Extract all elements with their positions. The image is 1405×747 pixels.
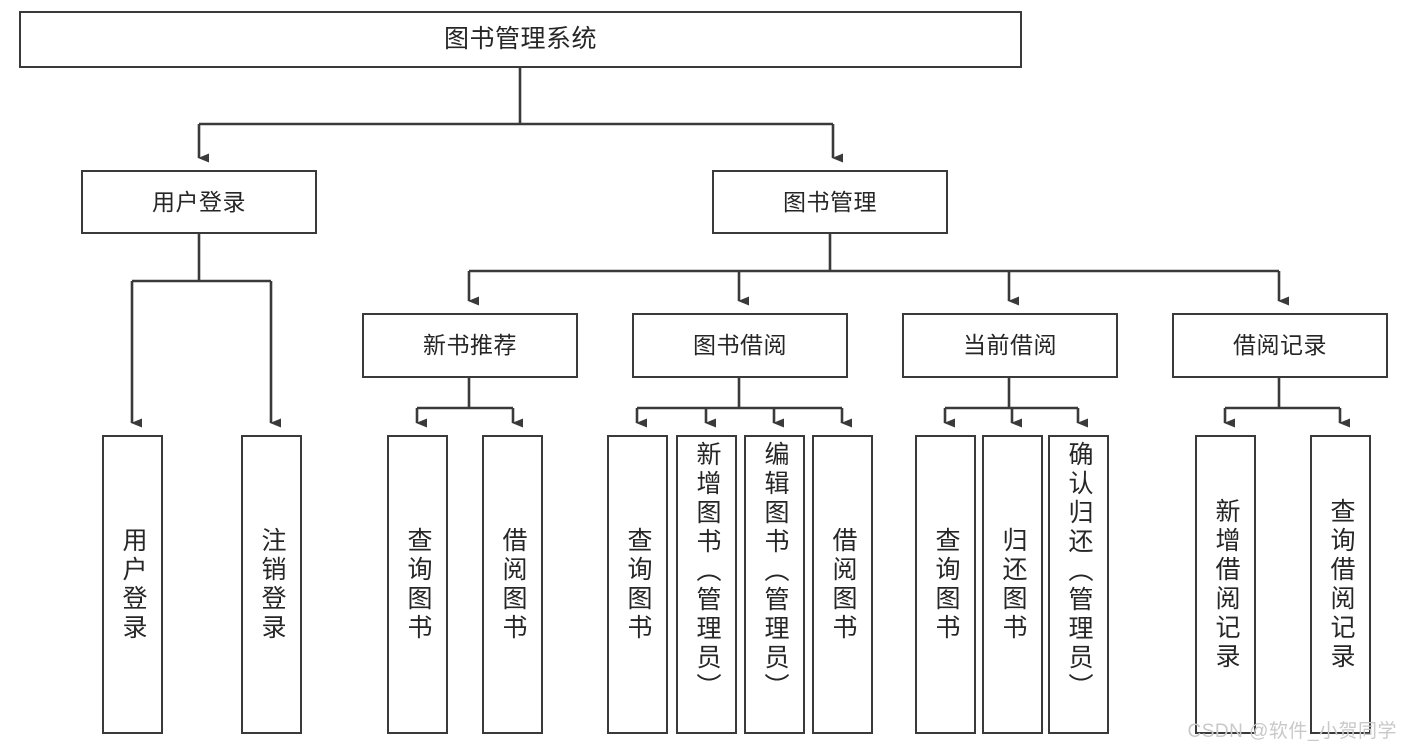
leaf-label: 确认归还（管理员） bbox=[1065, 441, 1093, 702]
leaf-label: 查询借阅记录 bbox=[1327, 497, 1355, 672]
node-root-system[interactable]: 图书管理系统 bbox=[19, 11, 1022, 68]
node-book-borrow[interactable]: 图书借阅 bbox=[632, 313, 848, 378]
node-label: 用户登录 bbox=[152, 188, 246, 215]
leaf-current-confirm-return-admin[interactable]: 确认归还（管理员） bbox=[1048, 435, 1109, 734]
leaf-label: 归还图书 bbox=[999, 526, 1027, 643]
leaf-recommend-query-book[interactable]: 查询图书 bbox=[387, 435, 448, 734]
leaf-user-login-login[interactable]: 用户登录 bbox=[102, 435, 163, 734]
leaf-label: 查询图书 bbox=[932, 526, 960, 643]
leaf-user-login-logout[interactable]: 注销登录 bbox=[241, 435, 302, 734]
node-borrow-record[interactable]: 借阅记录 bbox=[1172, 313, 1388, 378]
leaf-label: 借阅图书 bbox=[829, 526, 857, 643]
node-current-borrow[interactable]: 当前借阅 bbox=[902, 313, 1118, 378]
node-label: 图书管理系统 bbox=[443, 25, 597, 54]
leaf-label: 编辑图书（管理员） bbox=[761, 441, 789, 702]
leaf-label: 新增借阅记录 bbox=[1212, 497, 1240, 672]
node-label: 图书借阅 bbox=[693, 332, 787, 359]
node-label: 当前借阅 bbox=[963, 332, 1057, 359]
leaf-label: 注销登录 bbox=[258, 526, 286, 643]
leaf-record-add-record[interactable]: 新增借阅记录 bbox=[1195, 435, 1256, 734]
leaf-borrow-edit-book-admin[interactable]: 编辑图书（管理员） bbox=[744, 435, 805, 734]
node-label: 新书推荐 bbox=[423, 332, 517, 359]
node-new-book-recommend[interactable]: 新书推荐 bbox=[362, 313, 578, 378]
node-label: 图书管理 bbox=[783, 188, 877, 215]
leaf-label: 借阅图书 bbox=[499, 526, 527, 643]
leaf-label: 查询图书 bbox=[404, 526, 432, 643]
leaf-label: 查询图书 bbox=[624, 526, 652, 643]
leaf-current-return-book[interactable]: 归还图书 bbox=[982, 435, 1043, 734]
node-label: 借阅记录 bbox=[1233, 332, 1327, 359]
leaf-borrow-query-book[interactable]: 查询图书 bbox=[607, 435, 668, 734]
csdn-watermark: CSDN @软件_小贺同学 bbox=[1187, 721, 1397, 742]
leaf-current-query-book[interactable]: 查询图书 bbox=[915, 435, 976, 734]
leaf-borrow-add-book-admin[interactable]: 新增图书（管理员） bbox=[676, 435, 737, 734]
leaf-label: 新增图书（管理员） bbox=[693, 441, 721, 702]
node-user-login[interactable]: 用户登录 bbox=[81, 170, 317, 234]
node-book-management[interactable]: 图书管理 bbox=[712, 170, 948, 234]
leaf-recommend-borrow-book[interactable]: 借阅图书 bbox=[482, 435, 543, 734]
leaf-borrow-borrow-book[interactable]: 借阅图书 bbox=[812, 435, 873, 734]
leaf-record-query-record[interactable]: 查询借阅记录 bbox=[1310, 435, 1371, 734]
leaf-label: 用户登录 bbox=[119, 526, 147, 643]
